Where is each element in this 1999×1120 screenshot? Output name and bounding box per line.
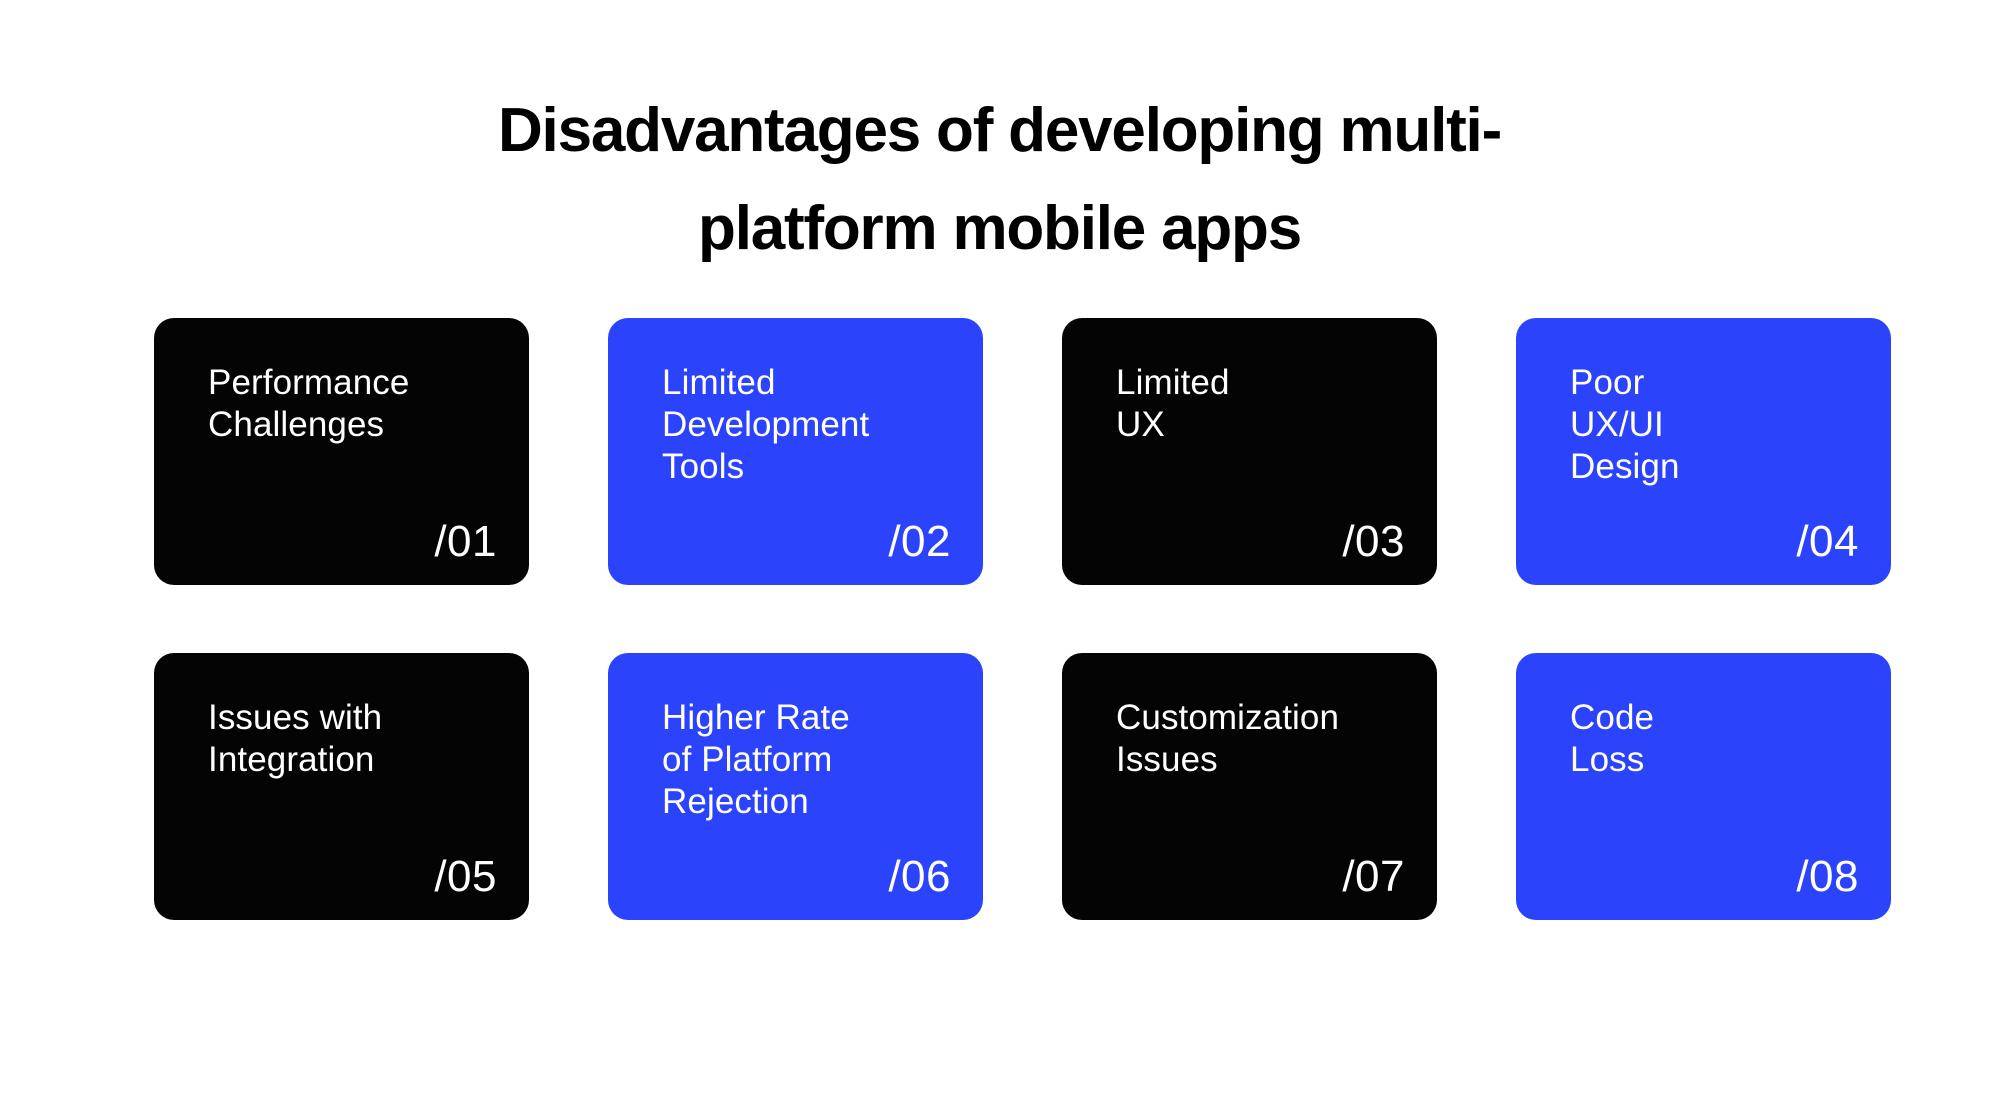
- card-number: /07: [1342, 852, 1405, 901]
- card-label: Poor UX/UI Design: [1570, 363, 1680, 486]
- card-label: Higher Rate of Platform Rejection: [662, 698, 850, 821]
- card-number: /03: [1342, 517, 1405, 566]
- page-title-line-1: Disadvantages of developing multi-: [497, 96, 1502, 165]
- card-number: /04: [1796, 517, 1859, 566]
- disadvantage-card[interactable]: Code Loss /08: [1516, 653, 1891, 920]
- card-label: Code Loss: [1570, 698, 1655, 779]
- card-number: /01: [434, 517, 497, 566]
- disadvantage-card[interactable]: Limited UX /03: [1062, 318, 1437, 585]
- disadvantage-card[interactable]: Customization Issues /07: [1062, 653, 1437, 920]
- card-label: Customization Issues: [1116, 698, 1340, 779]
- page-title-line-2: platform mobile apps: [698, 194, 1302, 263]
- card-number: /06: [888, 852, 951, 901]
- disadvantage-card[interactable]: Higher Rate of Platform Rejection /06: [608, 653, 983, 920]
- disadvantage-card[interactable]: Performance Challenges /01: [154, 318, 529, 585]
- card-label: Limited UX: [1116, 363, 1230, 444]
- card-label: Limited Development Tools: [662, 363, 870, 486]
- disadvantage-card[interactable]: Limited Development Tools /02: [608, 318, 983, 585]
- card-number: /08: [1796, 852, 1859, 901]
- page-title: Disadvantages of developing multi- platf…: [0, 82, 1999, 278]
- card-number: /05: [434, 852, 497, 901]
- card-label: Issues with Integration: [208, 698, 383, 779]
- disadvantage-card-grid: Performance Challenges /01 Limited Devel…: [154, 318, 1891, 920]
- disadvantage-card[interactable]: Poor UX/UI Design /04: [1516, 318, 1891, 585]
- disadvantage-card[interactable]: Issues with Integration /05: [154, 653, 529, 920]
- card-number: /02: [888, 517, 951, 566]
- card-label: Performance Challenges: [208, 363, 410, 444]
